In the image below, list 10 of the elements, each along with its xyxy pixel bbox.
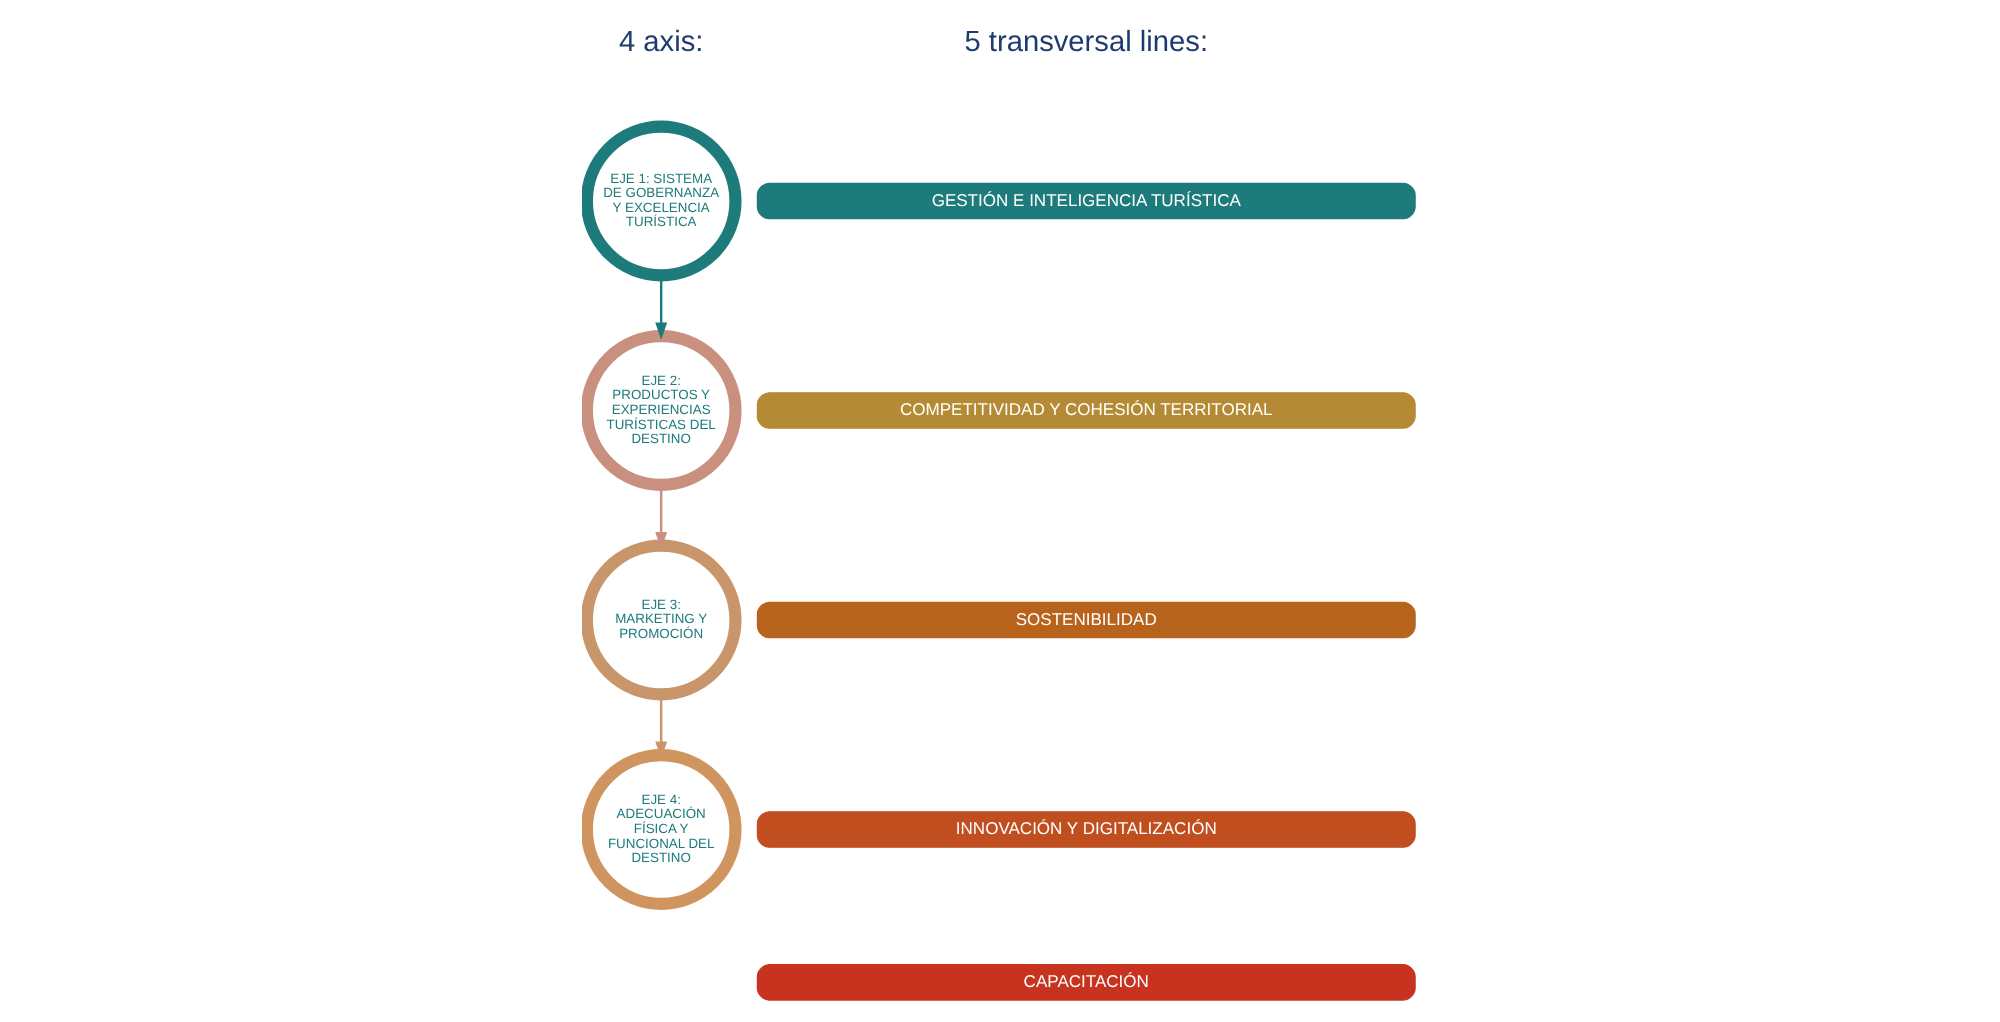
node-box: COMPETITIVIDAD Y COHESIÓN TERRITORIAL — [755, 392, 1415, 429]
node-box: GESTIÓN E INTELIGENCIA TURÍSTICA — [755, 182, 1415, 220]
arrow — [654, 694, 667, 759]
node-box: CAPACITACIÓN — [755, 964, 1415, 1001]
arrow — [654, 275, 667, 340]
node-box: INNOVACIÓN Y DIGITALIZACIÓN — [755, 811, 1415, 848]
label: 4 axis: — [617, 27, 703, 60]
arrow — [654, 485, 667, 550]
label: 5 transversal lines: — [963, 27, 1208, 60]
node-box: SOSTENIBILIDAD — [755, 601, 1415, 639]
